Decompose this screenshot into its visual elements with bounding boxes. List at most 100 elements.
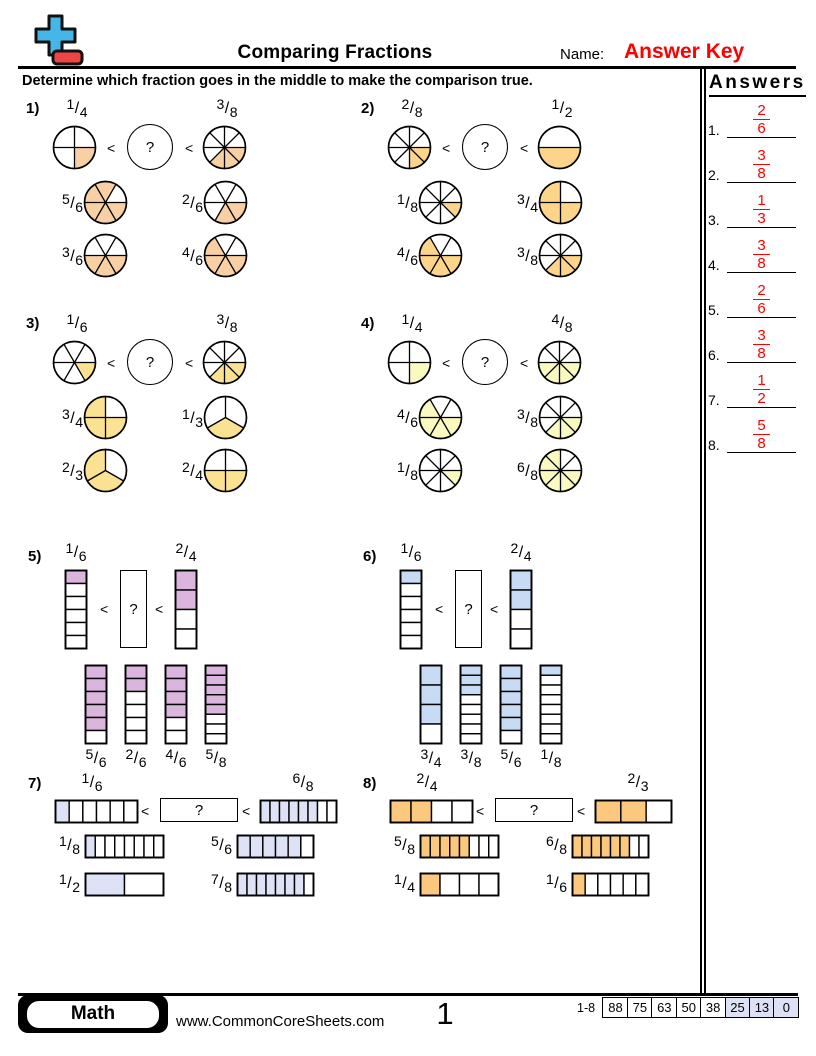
fraction-label: 1/2: [58, 871, 80, 895]
fraction-label-box: 3/8: [205, 97, 249, 120]
score-cell: 25: [724, 997, 751, 1018]
pie-chart: [52, 340, 97, 385]
fraction-label: 4/6: [396, 244, 418, 268]
pie-chart: [418, 395, 463, 440]
fraction-label: 3/4: [420, 746, 442, 770]
fraction-label: 4/6: [181, 244, 203, 268]
fraction-label-box: 6/8: [495, 460, 538, 483]
fraction-label: 3/8: [460, 746, 482, 770]
fraction-label: 1/6: [81, 770, 103, 794]
pie-chart: [538, 233, 583, 278]
problem-number: 8): [363, 775, 377, 792]
fraction-label-box: 1/4: [371, 872, 415, 895]
fraction-label-box: 4/6: [375, 407, 418, 430]
bar-chart: [64, 569, 88, 650]
bar-chart: [571, 872, 650, 897]
less-than-operator: <: [520, 140, 529, 156]
pie-chart: [83, 180, 128, 225]
pie-chart: [203, 180, 248, 225]
fraction-label: 5/6: [85, 746, 107, 770]
question-circle: ?: [462, 124, 508, 170]
math-badge: Math: [18, 995, 168, 1033]
answer-denominator: 8: [757, 434, 766, 452]
answer-denominator: 6: [757, 119, 766, 137]
less-than-operator: <: [577, 803, 586, 819]
fraction-label-box: 3/8: [495, 245, 538, 268]
fraction-label-box: 2/3: [616, 771, 660, 794]
bar-chart: [54, 799, 139, 824]
fraction-label-box: 1/8: [375, 460, 418, 483]
bar-chart: [389, 799, 474, 824]
answer-number: 7.: [708, 392, 720, 408]
answer-denominator: 2: [757, 389, 766, 407]
fraction-label: 1/6: [400, 540, 422, 564]
fraction-label-box: 1/6: [390, 540, 432, 564]
fraction-label: 5/8: [205, 746, 227, 770]
pie-chart: [387, 125, 432, 170]
fraction-label: 2/4: [510, 540, 532, 564]
answer-numerator: 3: [753, 147, 770, 165]
answer-numerator: 2: [753, 282, 770, 300]
plus-minus-logo: [28, 13, 86, 67]
bar-chart: [164, 664, 188, 745]
bar-chart: [419, 834, 500, 859]
fraction-label: 5/8: [393, 833, 415, 857]
less-than-operator: <: [141, 803, 150, 819]
fraction-label-box: 1/8: [530, 747, 572, 770]
instruction-text: Determine which fraction goes in the mid…: [22, 73, 533, 89]
fraction-label: 1/3: [181, 406, 203, 430]
less-than-operator: <: [442, 355, 451, 371]
question-box: ?: [120, 570, 147, 648]
bar-chart: [84, 872, 165, 897]
fraction-label-box: 2/4: [500, 540, 542, 564]
fraction-label-box: 5/8: [195, 746, 237, 770]
pie-chart: [538, 395, 583, 440]
fraction-label-box: 1/8: [375, 192, 418, 215]
fraction-label-box: 2/6: [115, 747, 157, 770]
pie-chart: [202, 125, 247, 170]
bar-chart: [174, 569, 198, 650]
fraction-label: 3/8: [216, 311, 238, 335]
fraction-label-box: 1/6: [55, 312, 99, 335]
pie-chart: [203, 233, 248, 278]
pie-chart: [418, 180, 463, 225]
less-than-operator: <: [242, 803, 251, 819]
fraction-label: 6/8: [292, 770, 314, 794]
less-than-operator: <: [490, 601, 499, 617]
fraction-label: 2/4: [181, 459, 203, 483]
question-box: ?: [160, 798, 238, 822]
less-than-operator: <: [155, 601, 164, 617]
bar-chart: [509, 569, 533, 650]
bar-chart: [124, 664, 148, 745]
less-than-operator: <: [442, 140, 451, 156]
bar-chart: [236, 834, 315, 859]
answer-numerator: 5: [753, 417, 770, 435]
pie-chart: [387, 340, 432, 385]
bar-chart: [84, 834, 165, 859]
fraction-label-box: 4/6: [160, 244, 203, 268]
fraction-label: 1/4: [401, 311, 423, 335]
answer-key-label: Answer Key: [624, 40, 745, 63]
less-than-operator: <: [107, 355, 116, 371]
fraction-label-box: 2/4: [405, 771, 449, 794]
score-range-label: 1-8: [577, 1000, 596, 1015]
answer-numerator: 3: [753, 237, 770, 255]
answer-number: 8.: [708, 437, 720, 453]
less-than-operator: <: [185, 140, 194, 156]
pie-chart: [418, 448, 463, 493]
less-than-operator: <: [520, 355, 529, 371]
answer-numerator: 1: [753, 192, 770, 210]
fraction-label-box: 3/6: [40, 245, 83, 268]
